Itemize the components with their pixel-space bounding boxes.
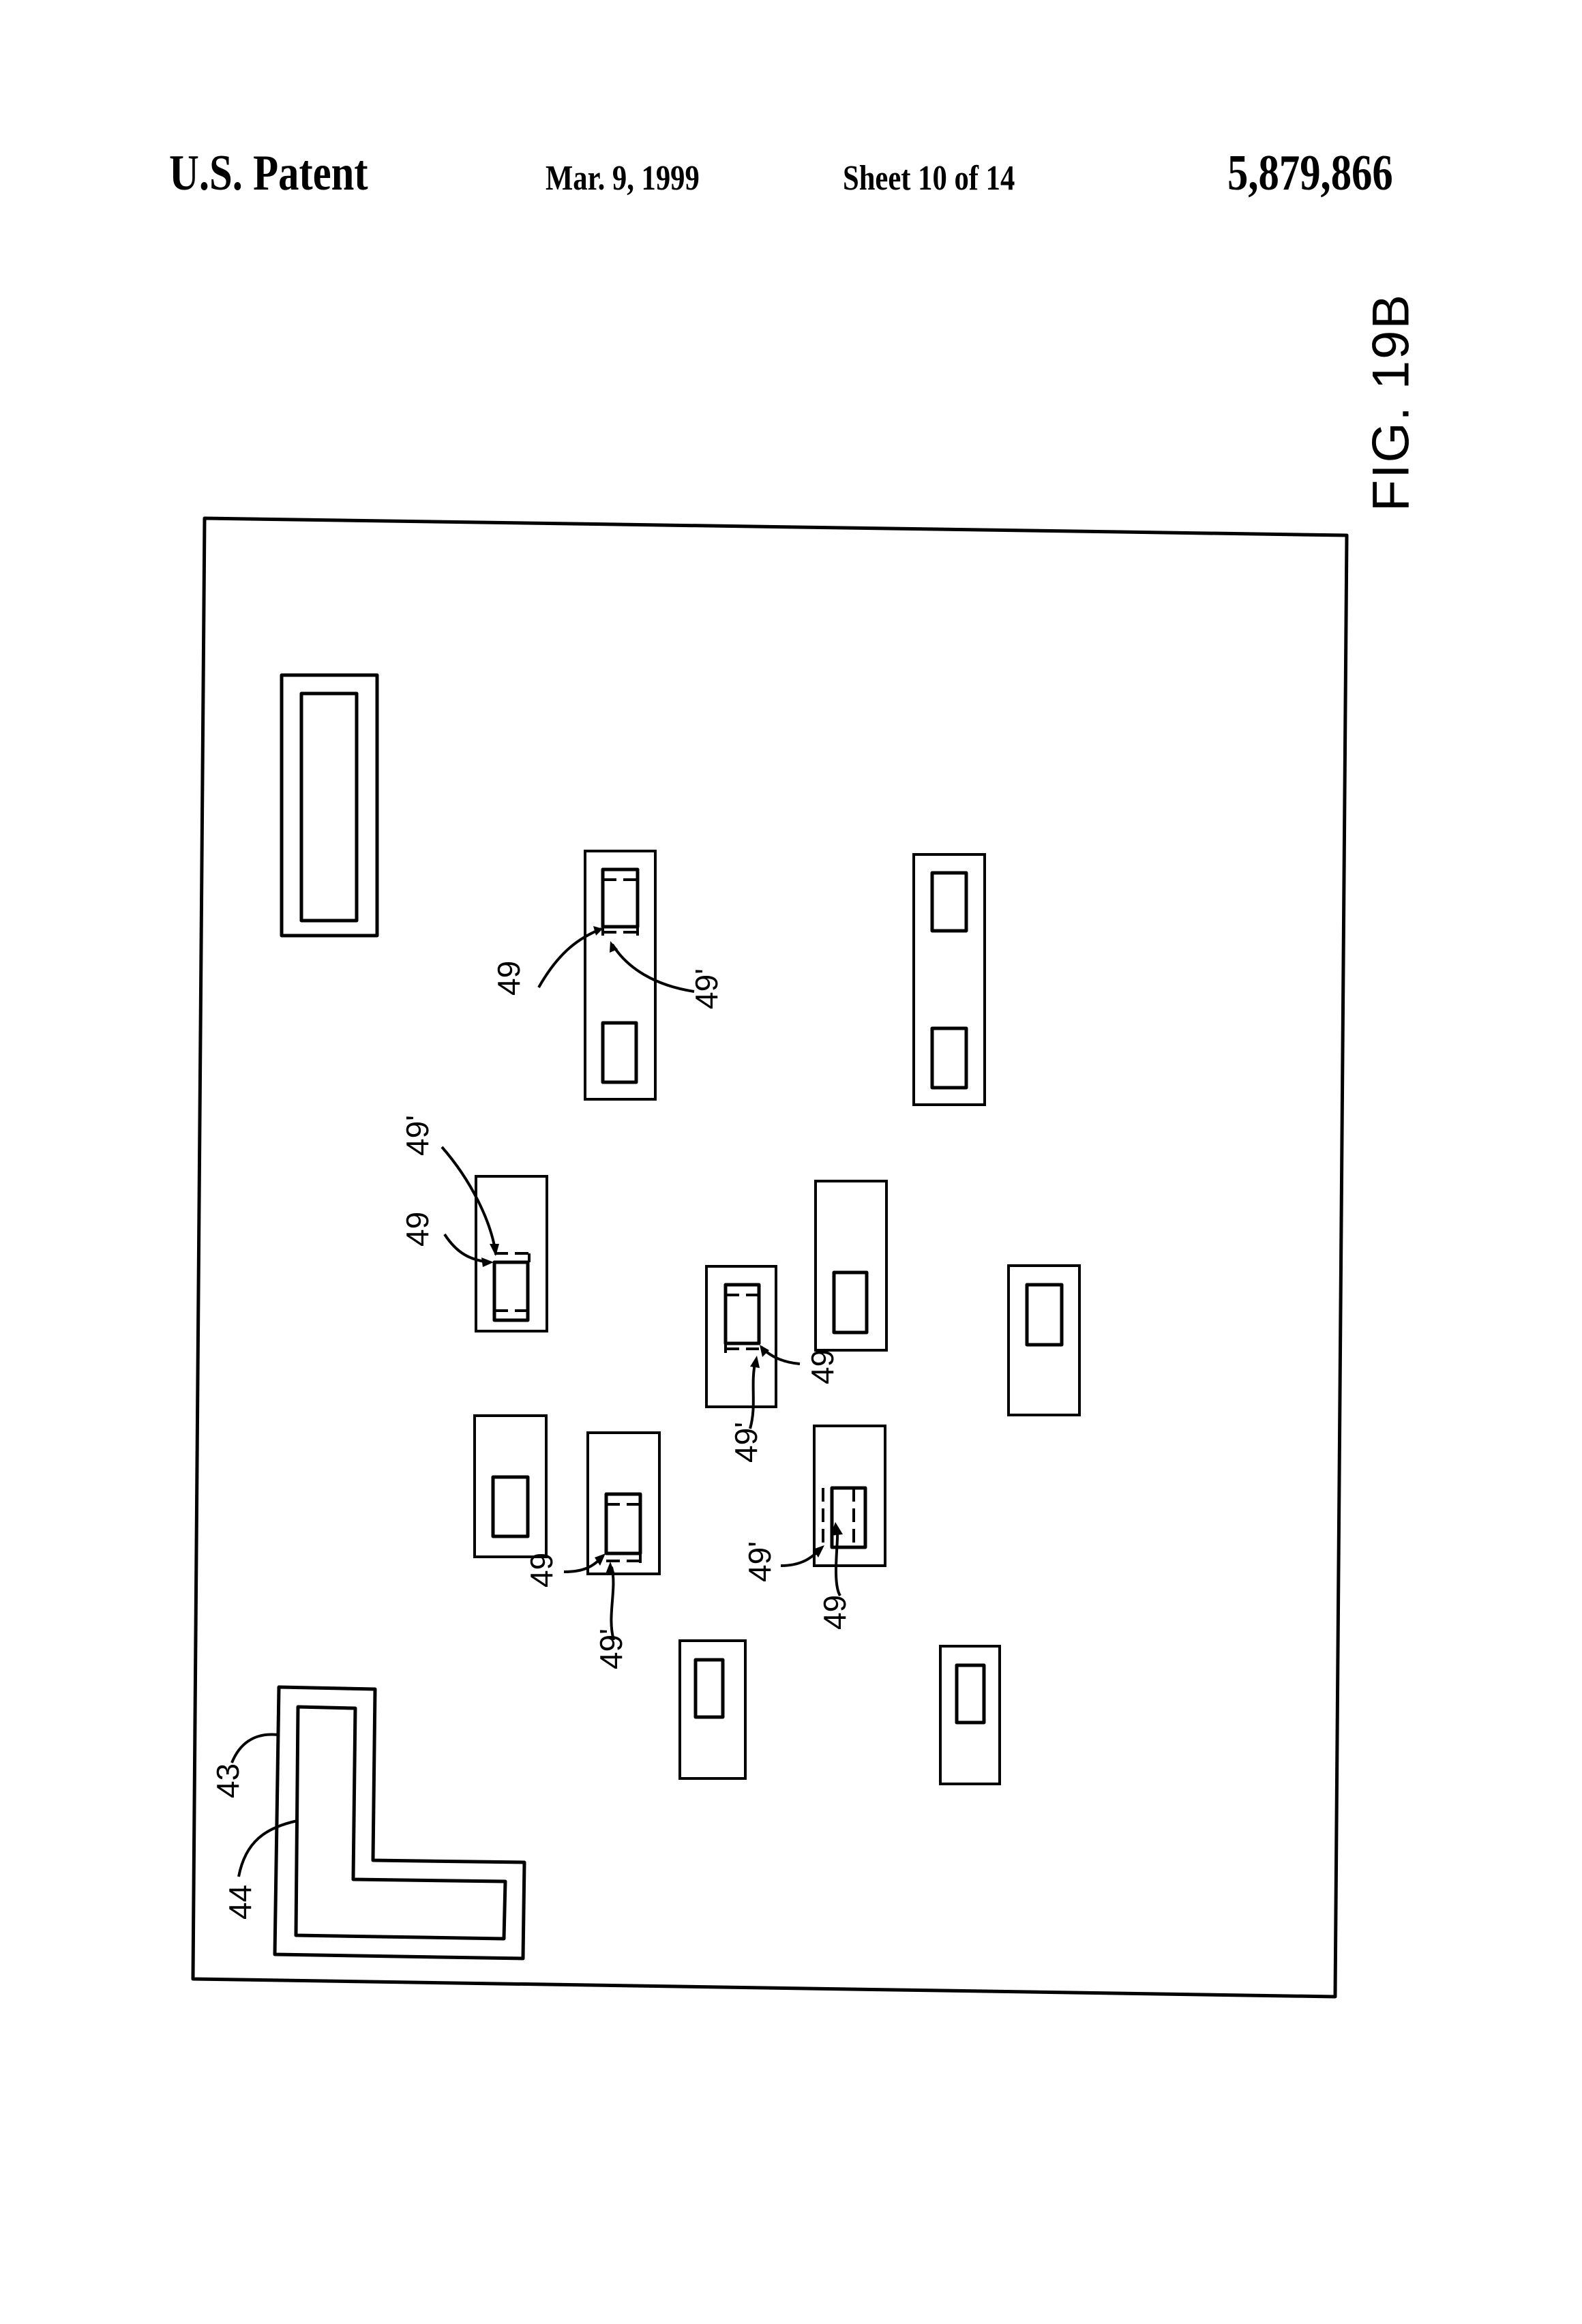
pad-column-a: 49 49' — [491, 851, 724, 1099]
pad-column-b — [914, 854, 985, 1105]
ref-numeral-44: 44 — [222, 1885, 258, 1920]
ref-numeral-49: 49 — [524, 1553, 559, 1588]
ref-numeral-49-prime: 49' — [742, 1541, 777, 1582]
ref-numeral-49: 49 — [491, 961, 526, 996]
pad — [696, 1660, 723, 1717]
ref-numeral-49: 49 — [400, 1212, 435, 1247]
pad-frame — [814, 1426, 885, 1566]
ref-numeral-49: 49 — [817, 1595, 852, 1630]
pad-group-j — [680, 1641, 745, 1778]
l-pattern-outer-43 — [275, 1687, 524, 1958]
arrowhead — [760, 1345, 769, 1357]
outer-frame — [193, 518, 1347, 1997]
pad-group-f — [1009, 1266, 1079, 1415]
l-pattern: 43 44 — [210, 1687, 524, 1958]
leader-line — [750, 1360, 756, 1429]
alignment-bar — [282, 675, 377, 936]
pad — [726, 1285, 759, 1343]
l-pattern-inner-44 — [296, 1707, 505, 1939]
pad-group-e — [816, 1181, 886, 1350]
pad-frame — [1009, 1266, 1079, 1415]
pad — [1027, 1285, 1062, 1345]
ref-numeral-49-prime: 49' — [689, 968, 724, 1009]
arrowhead — [750, 1356, 760, 1368]
leader-line — [232, 1734, 278, 1763]
pad-frame — [816, 1181, 886, 1350]
pad-group-g — [475, 1416, 546, 1557]
pad-group-d: 49 49' — [706, 1266, 840, 1463]
pad-group-c: 49' 49 — [400, 1115, 547, 1331]
alignment-bar-outer — [282, 675, 377, 936]
pad — [493, 1477, 528, 1536]
arrowhead — [481, 1257, 494, 1267]
ref-numeral-49: 49 — [805, 1350, 840, 1384]
leader-line — [836, 1528, 840, 1596]
ref-numeral-43: 43 — [210, 1763, 245, 1798]
alignment-bar-inner — [301, 694, 357, 921]
pad — [834, 1272, 867, 1332]
pad — [603, 1023, 636, 1082]
leader-line — [442, 1147, 496, 1253]
leader-line — [539, 929, 601, 987]
pad — [932, 1028, 966, 1088]
leader-line — [612, 944, 694, 992]
pad-frame — [476, 1176, 547, 1331]
leader-line — [239, 1821, 297, 1877]
pad-frame — [706, 1266, 776, 1407]
pad-frame — [914, 854, 985, 1105]
arrowhead — [606, 1562, 615, 1574]
pad-group-h: 49 49' — [524, 1433, 659, 1669]
pad-group-k — [940, 1646, 1000, 1784]
ref-numeral-49-prime: 49' — [593, 1628, 629, 1669]
pad — [957, 1665, 984, 1723]
ref-numeral-49-prime: 49' — [728, 1422, 764, 1463]
pad — [932, 873, 966, 931]
pad — [603, 869, 638, 927]
ref-numeral-49-prime: 49' — [400, 1115, 435, 1156]
